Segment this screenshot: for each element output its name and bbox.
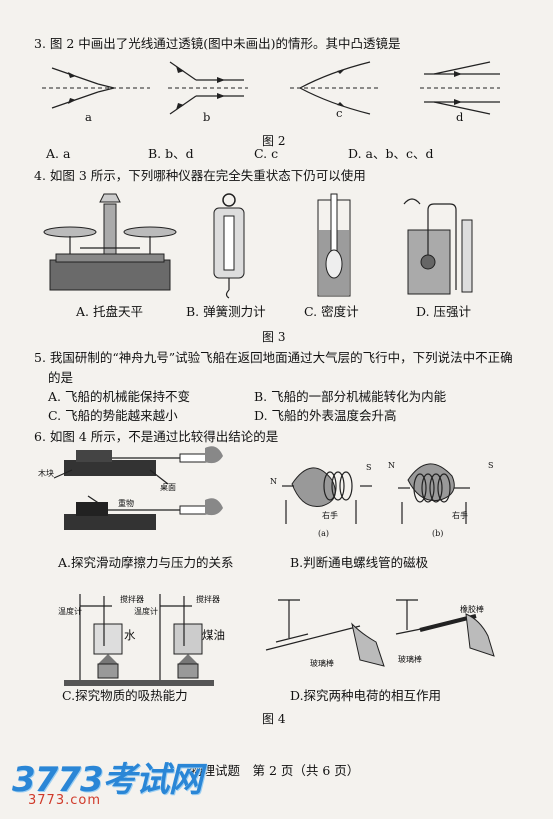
q6-stem: 6. 如图 4 所示，不是通过比较得出结论的是 — [34, 429, 279, 444]
label-stirrer-2: 搅拌器 — [196, 595, 220, 604]
label-n2: N — [388, 461, 395, 470]
tray-balance-image — [43, 193, 177, 291]
fig2-caption: 图 2 — [262, 134, 286, 148]
fig2-label-d: d — [456, 110, 464, 124]
q4-stem: 4. 如图 3 所示，下列哪种仪器在完全失重状态下仍可以使用 — [34, 168, 366, 183]
q3-option-b: B. b、d — [148, 146, 194, 161]
q5-stem-line2: 的是 — [48, 370, 74, 385]
q3-option-c: C. c — [254, 146, 279, 161]
q3-stem: 3. 图 2 中画出了光线通过透镜(图中未画出)的情形。其中凸透镜是 — [34, 36, 401, 51]
q4-figure — [43, 193, 473, 299]
figure-b — [168, 61, 248, 115]
page-footer: 物理试题 第 2 页（共 6 页） — [190, 763, 360, 778]
q4-option-d: D. 压强计 — [416, 304, 472, 319]
q5-option-b: B. 飞船的一部分机械能转化为内能 — [254, 389, 447, 404]
label-thermometer-1: 温度计 — [58, 607, 82, 616]
manometer-image — [403, 198, 473, 295]
q6-option-c: C.探究物质的吸热能力 — [62, 688, 188, 703]
fig2-label-a: a — [85, 110, 92, 124]
q3-figure — [42, 61, 500, 115]
label-water: 水 — [124, 628, 136, 642]
solenoid-a-image — [282, 467, 372, 524]
watermark-logo: 3773考试网 — [12, 760, 203, 800]
figure-a — [42, 67, 150, 109]
solenoid-b-image — [398, 463, 470, 524]
hydrometer-image — [317, 193, 351, 297]
label-rubber-rod: 橡胶棒 — [460, 605, 484, 614]
label-n1: N — [270, 477, 277, 486]
spring-scale-image — [213, 193, 245, 299]
label-stirrer-1: 搅拌器 — [120, 595, 144, 604]
heat-experiment-image — [64, 594, 214, 686]
label-glass-rod-1: 玻璃棒 — [310, 659, 334, 668]
label-glass-rod-2: 玻璃棒 — [398, 655, 422, 664]
q3-option-d: D. a、b、c、d — [348, 146, 434, 161]
q5-stem-line1: 5. 我国研制的“神舟九号”试验飞船在返回地面通过大气层的飞行中，下列说法中不正… — [34, 350, 513, 365]
q4-option-a: A. 托盘天平 — [76, 304, 143, 319]
figure-c — [290, 61, 380, 115]
fig2-label-b: b — [203, 110, 211, 124]
q4-option-b: B. 弹簧测力计 — [186, 304, 266, 319]
label-table: 桌面 — [160, 483, 176, 492]
label-thermometer-2: 温度计 — [134, 607, 158, 616]
label-right-hand-1: 右手 — [322, 511, 338, 520]
q4-option-c: C. 密度计 — [304, 304, 359, 319]
label-sub-a: (a) — [318, 529, 330, 538]
q5-option-c: C. 飞船的势能越来越小 — [48, 408, 178, 423]
label-s1: S — [366, 463, 372, 472]
figure-d — [420, 61, 500, 115]
charge-experiment-image — [265, 599, 495, 667]
friction-experiment-image — [53, 446, 223, 530]
fig2-label-c: c — [336, 106, 343, 120]
fig4-caption: 图 4 — [262, 712, 286, 726]
fig3-caption: 图 3 — [262, 330, 286, 344]
q6-figure-bottom — [64, 594, 495, 686]
q6-option-b: B.判断通电螺线管的磁极 — [290, 555, 429, 570]
q6-option-a: A.探究滑动摩擦力与压力的关系 — [58, 555, 234, 570]
q3-option-a: A. a — [46, 146, 71, 161]
q6-figure-top — [53, 446, 470, 530]
label-oil: 煤油 — [202, 628, 225, 642]
label-right-hand-2: 右手 — [452, 511, 468, 520]
label-block: 木块 — [38, 469, 54, 478]
q5-option-d: D. 飞船的外表温度会升高 — [254, 408, 397, 423]
label-s2: S — [488, 461, 494, 470]
q6-option-d: D.探究两种电荷的相互作用 — [290, 688, 442, 703]
label-sub-b: (b) — [432, 529, 444, 538]
q5-option-a: A. 飞船的机械能保持不变 — [48, 389, 190, 404]
watermark-url: 3773.com — [28, 793, 101, 808]
label-weight: 重物 — [118, 499, 134, 508]
